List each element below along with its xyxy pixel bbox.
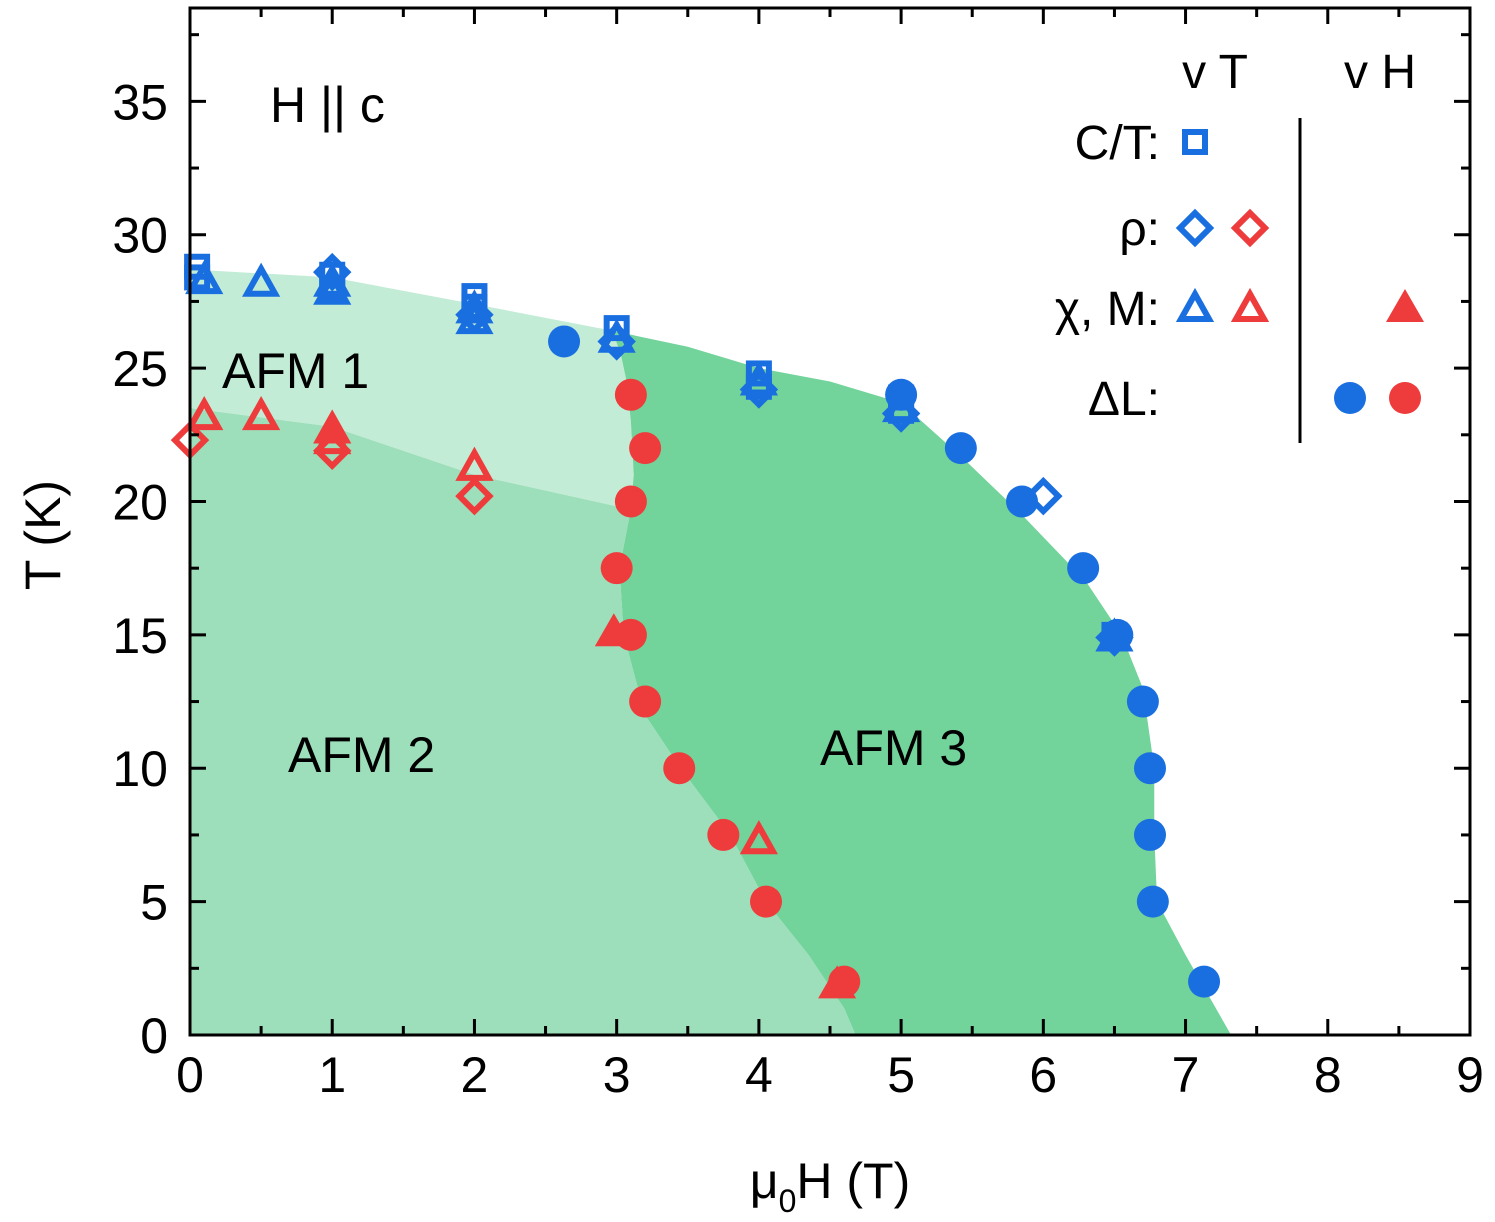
circle-filled-point bbox=[614, 618, 647, 651]
circle-filled-point bbox=[1134, 818, 1166, 851]
diamond-open-point bbox=[455, 476, 494, 516]
circle-filled-point bbox=[750, 885, 782, 918]
field-direction-label: H || c bbox=[270, 77, 385, 133]
afm1-region bbox=[190, 269, 634, 510]
triangle-open-point bbox=[313, 270, 352, 305]
x-axis-title-mu: μ bbox=[750, 1153, 779, 1209]
circle-filled-point bbox=[1067, 552, 1100, 585]
triangle-open-point bbox=[597, 318, 636, 353]
afm1-label: AFM 1 bbox=[222, 343, 369, 399]
legend-circle-filled-marker bbox=[1334, 382, 1366, 414]
circle-filled-point bbox=[614, 378, 647, 411]
triangle-open-point bbox=[455, 299, 494, 335]
legend-rows: C/T: ρ: χ, M: ΔL: bbox=[1055, 117, 1424, 426]
legend-triangle-filled-marker bbox=[1386, 289, 1424, 322]
legend-circle-filled-marker bbox=[1389, 382, 1421, 414]
triangle-open-point bbox=[313, 409, 352, 444]
y-axis-title: T (K) bbox=[15, 480, 71, 590]
afm2-label: AFM 2 bbox=[288, 727, 435, 783]
x-tick-label: 6 bbox=[1029, 1047, 1057, 1103]
afm3-label: AFM 3 bbox=[820, 720, 967, 776]
legend-triangle-open-marker bbox=[1175, 287, 1215, 322]
legend: v T v H C/T: ρ: χ, M: ΔL: bbox=[1055, 46, 1424, 443]
x-tick-label: 1 bbox=[318, 1047, 346, 1103]
x-tick-label: 4 bbox=[745, 1047, 773, 1103]
circle-filled-point bbox=[944, 432, 977, 465]
square-open-point bbox=[184, 264, 211, 291]
phase-regions bbox=[190, 269, 1232, 1035]
circle-filled-point bbox=[707, 818, 740, 851]
circle-filled-point bbox=[1126, 685, 1159, 718]
triangle-open-point bbox=[739, 361, 779, 396]
triangle-open-point bbox=[455, 289, 494, 324]
y-tick-label: 20 bbox=[112, 474, 168, 530]
axis-ticks bbox=[188, 8, 1472, 1037]
diamond-open-point bbox=[597, 322, 636, 361]
circle-filled-point bbox=[1134, 752, 1166, 785]
triangle-open-point bbox=[185, 259, 224, 295]
y-tick-label: 5 bbox=[140, 875, 168, 931]
legend-square-open-marker bbox=[1182, 129, 1208, 155]
triangle-open-point bbox=[313, 262, 352, 297]
legend-label: χ, M: bbox=[1055, 283, 1160, 336]
legend-diamond-open-marker bbox=[1175, 208, 1215, 248]
x-tick-label: 5 bbox=[887, 1047, 915, 1103]
triangle-open-point bbox=[241, 262, 281, 297]
circle-filled-point bbox=[614, 485, 647, 518]
y-tick-label: 30 bbox=[112, 208, 168, 264]
circle-filled-point bbox=[629, 685, 662, 718]
square-open-point bbox=[603, 315, 630, 342]
triangle-open-point bbox=[241, 395, 281, 431]
circle-filled-point bbox=[828, 965, 861, 998]
afm2-region bbox=[190, 408, 856, 1035]
circle-filled-point bbox=[600, 552, 633, 585]
circle-filled-point bbox=[1188, 965, 1221, 998]
diamond-open-point bbox=[312, 252, 352, 292]
y-tick-label: 25 bbox=[112, 341, 168, 397]
triangle-open-point bbox=[455, 446, 494, 481]
circle-filled-point bbox=[885, 378, 918, 411]
x-tick-label: 0 bbox=[176, 1047, 204, 1103]
legend-label: ρ: bbox=[1119, 203, 1160, 256]
triangle-open-point bbox=[185, 395, 224, 431]
data-points bbox=[170, 252, 1221, 999]
legend-label: C/T: bbox=[1075, 117, 1160, 170]
tick-labels: 0 1 2 3 4 5 6 7 8 9 0 5 10 15 20 25 30 35 bbox=[112, 74, 1484, 1103]
x-axis-title: μ0H (T) bbox=[750, 1153, 910, 1219]
legend-col-vH: v H bbox=[1344, 46, 1416, 99]
y-tick-label: 10 bbox=[112, 741, 168, 797]
x-tick-label: 9 bbox=[1456, 1047, 1484, 1103]
circle-filled-point bbox=[629, 432, 662, 465]
circle-filled-point bbox=[1136, 885, 1169, 918]
circle-filled-point bbox=[1006, 485, 1038, 518]
x-tick-label: 3 bbox=[603, 1047, 631, 1103]
circle-filled-point bbox=[548, 325, 581, 358]
x-axis-title-rest: H (T) bbox=[796, 1153, 910, 1209]
legend-triangle-open-marker bbox=[1230, 287, 1270, 322]
x-tick-label: 2 bbox=[461, 1047, 489, 1103]
circle-filled-point bbox=[1101, 618, 1134, 651]
legend-col-vT: v T bbox=[1182, 46, 1248, 99]
afm3-region bbox=[612, 330, 1232, 1035]
y-tick-label: 0 bbox=[140, 1008, 168, 1064]
x-axis-title-sub: 0 bbox=[779, 1183, 797, 1219]
y-tick-label: 35 bbox=[112, 74, 168, 130]
x-tick-label: 8 bbox=[1314, 1047, 1342, 1103]
y-tick-label: 15 bbox=[112, 608, 168, 664]
triangle-open-point bbox=[313, 420, 352, 455]
legend-diamond-open-marker bbox=[1230, 208, 1270, 248]
legend-label: ΔL: bbox=[1088, 373, 1160, 426]
x-tick-label: 7 bbox=[1172, 1047, 1200, 1103]
triangle-open-point bbox=[739, 820, 779, 855]
circle-filled-point bbox=[663, 752, 696, 785]
